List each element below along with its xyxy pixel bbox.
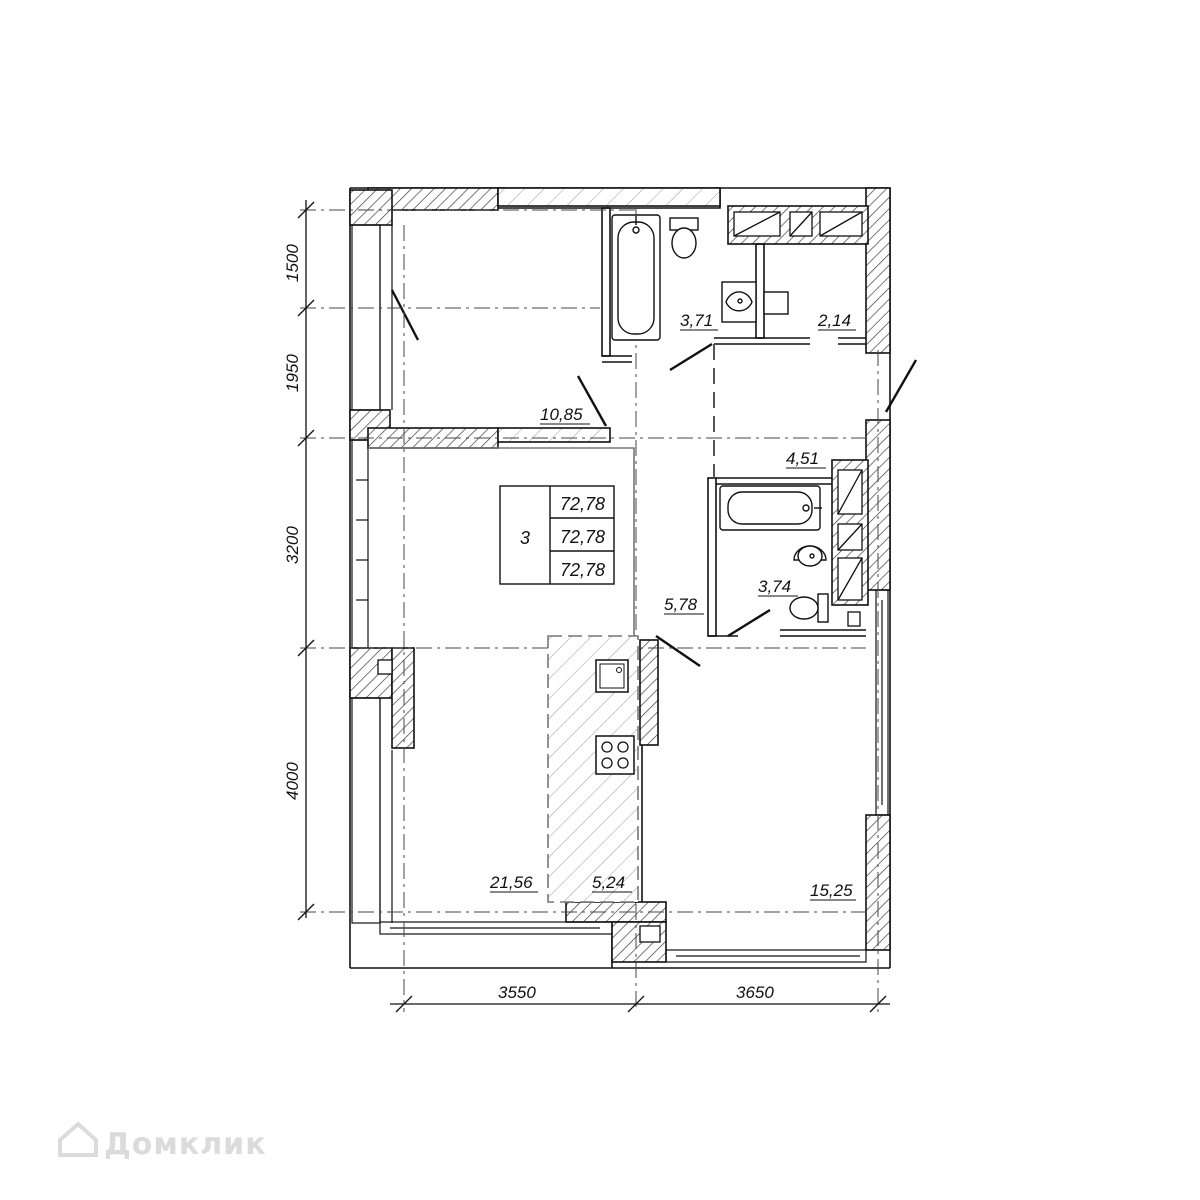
- bedroom-right-area: 15,25: [810, 881, 853, 900]
- bedroom-top-area: 10,85: [540, 405, 583, 424]
- bathtub-icon: [611, 214, 661, 341]
- dimension-1950: 1950: [283, 354, 302, 392]
- toilet-icon-2: [789, 593, 829, 623]
- toilet-icon: [669, 217, 699, 259]
- living-room-area: 21,56: [489, 873, 533, 892]
- bathtub-icon-2: [719, 485, 822, 531]
- rooms-count: 3: [520, 528, 530, 548]
- watermark: Домклик: [58, 1121, 267, 1162]
- appliance-icon: [763, 291, 789, 315]
- dimension-3200: 3200: [283, 526, 302, 564]
- kitchen-area: 5,24: [592, 873, 625, 892]
- windows: [351, 224, 889, 963]
- living-zone-boundary: [368, 447, 635, 640]
- dimension-3550: 3550: [498, 983, 536, 1002]
- left-dimension-chain: [297, 200, 315, 921]
- hall-upper-area: 4,51: [786, 449, 819, 468]
- summary-table: [499, 485, 615, 585]
- total-area-with-balcony: 72,78: [560, 560, 605, 580]
- hall-area: 5,78: [664, 595, 698, 614]
- bottom-dimension-chain: [390, 995, 890, 1013]
- dimension-3650: 3650: [736, 983, 774, 1002]
- house-logo-icon: [58, 1121, 98, 1157]
- living-area: 72,78: [560, 527, 605, 547]
- area-underlines: [490, 329, 856, 901]
- bath-mid-area: 3,74: [758, 577, 791, 596]
- watermark-text: Домклик: [104, 1127, 267, 1162]
- sink-icon: [595, 659, 629, 693]
- stove-icon: [595, 735, 635, 775]
- dimension-4000: 4000: [283, 762, 302, 800]
- washbasin-icon: [721, 281, 757, 323]
- dimension-1500: 1500: [283, 244, 302, 282]
- ventilation-shafts: [377, 211, 863, 943]
- storage-area: 2,14: [817, 311, 851, 330]
- kitchen-zone: [547, 635, 639, 903]
- bath-top-area: 3,71: [680, 311, 713, 330]
- total-area: 72,78: [560, 494, 605, 514]
- doors: [390, 289, 918, 667]
- washbasin-icon-2: [793, 545, 827, 567]
